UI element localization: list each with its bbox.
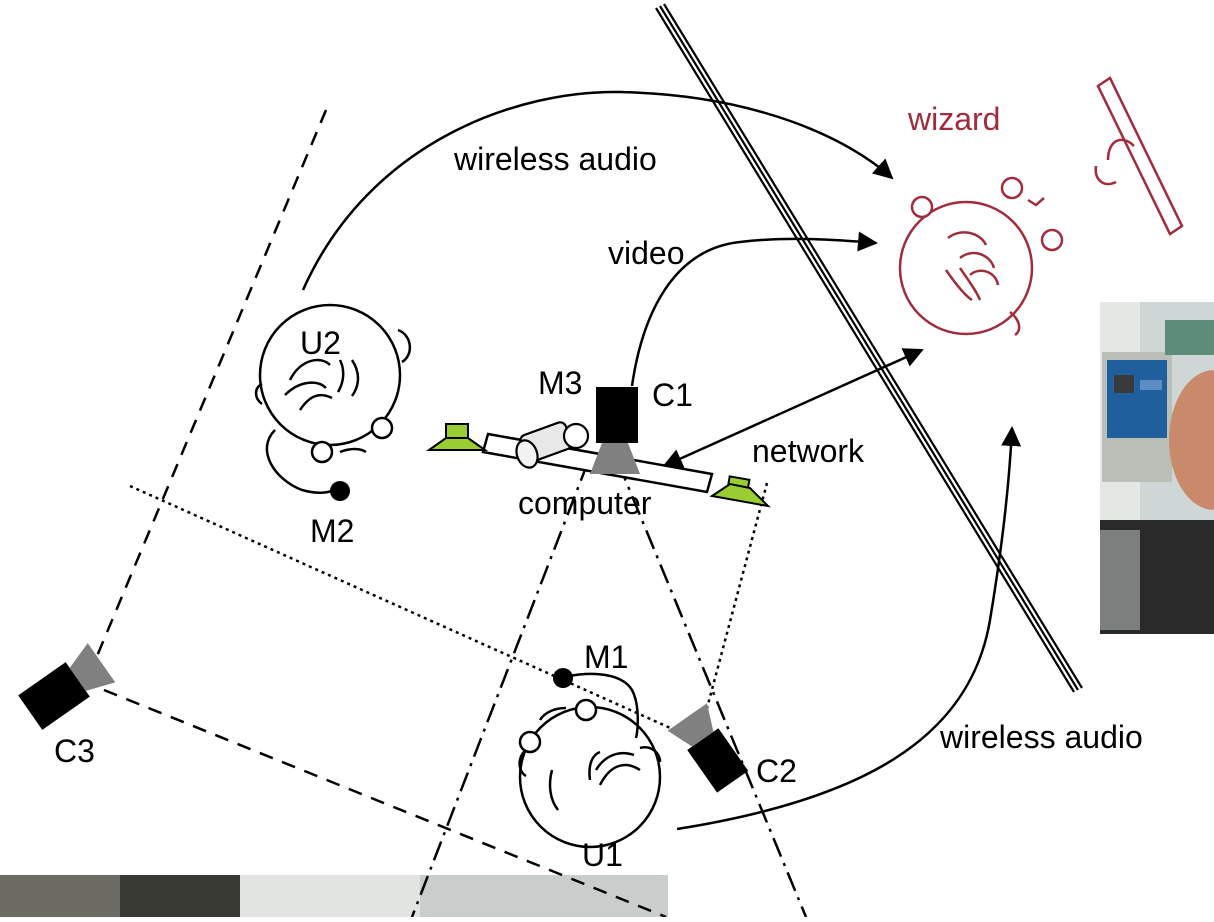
user-u1-figure: [518, 672, 662, 849]
camera-c2-view-lines: [129, 482, 769, 737]
projector-icon: [515, 421, 590, 469]
user-u2-figure: [254, 303, 411, 494]
camera-c3-icon: [18, 643, 116, 730]
camera-c2-icon: [667, 703, 749, 793]
wireless-audio-top-arrow: [301, 90, 894, 291]
wizard-figure: [898, 176, 1064, 337]
computer-label: computer: [518, 485, 652, 521]
network-label: network: [752, 433, 865, 469]
camera-c3-label: C3: [54, 733, 95, 769]
connection-arrows: [301, 90, 1022, 831]
glass-wall: [655, 3, 1083, 693]
photo-bottom-left: [0, 875, 668, 917]
video-arrow: [630, 231, 878, 387]
wireless-audio-top-label: wireless audio: [453, 141, 657, 177]
camera-c3-view-lines: [90, 109, 667, 919]
user-u1-label: U1: [582, 837, 623, 873]
camera-c2-label: C2: [756, 753, 797, 789]
user-u2-label: U2: [300, 325, 341, 361]
speaker-left-icon: [425, 423, 489, 451]
microphone-m1-label: M1: [584, 639, 628, 675]
camera-c1-label: C1: [652, 377, 693, 413]
wireless-audio-right-label: wireless audio: [939, 719, 1143, 755]
wireless-audio-right-arrow: [676, 426, 1022, 831]
camera-c1-view-lines: [410, 461, 808, 918]
wizard-label: wizard: [907, 101, 1000, 137]
microphone-m2-label: M2: [310, 513, 354, 549]
camera-c1-icon: [590, 387, 640, 474]
microphone-m3-label: M3: [538, 365, 582, 401]
wizard-desk: [1094, 76, 1184, 236]
speaker-right-icon: [709, 475, 771, 508]
microphone-m2-icon: [330, 481, 350, 501]
video-label: video: [608, 235, 685, 271]
photo-right: [1100, 302, 1214, 634]
network-arrow: [662, 348, 924, 468]
